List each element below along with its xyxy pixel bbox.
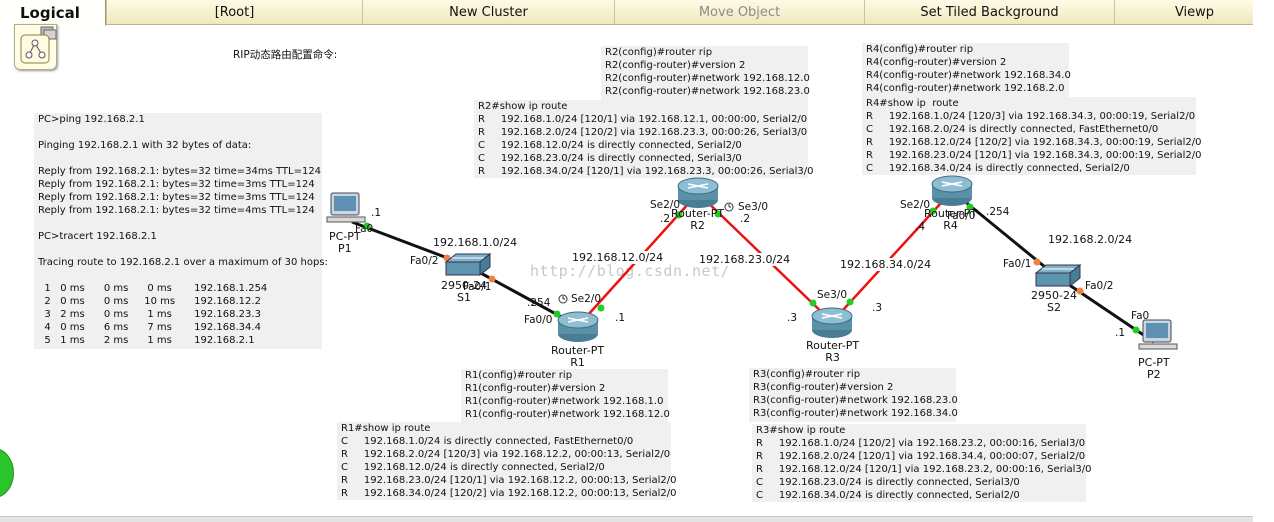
device-label-p2: PC-PT P2 xyxy=(1138,356,1170,381)
workspace-toolbar: [Root] New Cluster Move Object Set Tiled… xyxy=(0,0,1253,25)
device-label-s2: 2950-24 S2 xyxy=(1031,289,1077,314)
router-r4-icon[interactable] xyxy=(931,175,973,206)
ip-label: .4 xyxy=(915,221,926,233)
port-label: Se2/0 xyxy=(571,293,602,305)
router-r2-icon[interactable] xyxy=(677,177,719,208)
r3-config-note: R3(config)#router rip R3(config-router)#… xyxy=(749,368,958,422)
port-label: Fa0/0 xyxy=(947,210,976,222)
network-label-192-168-23-0: 192.168.23.0/24 xyxy=(699,253,791,266)
clock-icon xyxy=(724,202,734,212)
link-light xyxy=(809,299,817,307)
port-label: Se2/0 xyxy=(650,199,681,211)
device-label-r4: Router-PT R4 xyxy=(924,207,978,232)
link-light xyxy=(714,210,722,218)
horizontal-scrollbar[interactable] xyxy=(0,516,1253,522)
link-light xyxy=(597,304,605,312)
logical-tab[interactable]: Logical xyxy=(0,0,106,26)
watermark-text: http://blog.csdn.net/ xyxy=(530,262,731,280)
device-label-r3: Router-PT R3 xyxy=(806,339,860,364)
link-light xyxy=(675,211,683,219)
new-cluster-button[interactable]: New Cluster xyxy=(362,0,614,24)
link-light xyxy=(553,310,561,318)
ip-label: .254 xyxy=(527,297,551,309)
r1-config-note: R1(config)#router rip R1(config-router)#… xyxy=(461,369,670,423)
topology-nav-icon xyxy=(20,26,57,64)
r4-config-note: R4(config)#router rip R4(config-router)#… xyxy=(862,43,1071,97)
port-label: Fa0 xyxy=(1131,310,1150,322)
port-label: Fa0/2 xyxy=(410,255,439,267)
network-label-192-168-34-0: 192.168.34.0/24 xyxy=(840,258,932,271)
rip-config-heading: RIP动态路由配置命令: xyxy=(233,49,338,61)
viewport-button[interactable]: Viewp xyxy=(1114,0,1274,24)
set-tiled-background-button[interactable]: Set Tiled Background xyxy=(864,0,1114,24)
link-light xyxy=(1033,258,1041,266)
ip-label: .1 xyxy=(1115,327,1126,339)
port-label: Se3/0 xyxy=(817,289,848,301)
link-light xyxy=(363,222,371,230)
r4-route-table-note: R4#show ip route R 192.168.1.0/24 [120/3… xyxy=(862,97,1202,175)
r1-route-table-note: R1#show ip route C 192.168.1.0/24 is dir… xyxy=(337,422,677,500)
r2-config-note: R2(config)#router rip R2(config-router)#… xyxy=(601,46,810,100)
ip-label: .1 xyxy=(615,312,626,324)
port-label: Fa0/1 xyxy=(463,281,492,293)
network-label-192-168-1-0: 192.168.1.0/24 xyxy=(433,236,518,249)
navigation-box[interactable] xyxy=(14,24,57,70)
pc-p1-icon[interactable] xyxy=(326,192,366,223)
device-label-r1: Router-PT R1 xyxy=(551,344,605,369)
switch-s2-icon[interactable] xyxy=(1034,263,1082,288)
link-light xyxy=(1076,287,1084,295)
pc-p2-icon[interactable] xyxy=(1138,319,1178,350)
link-light xyxy=(846,298,854,306)
port-label: Fa0/2 xyxy=(1085,280,1114,292)
pc-command-output-note: PC>ping 192.168.2.1 Pinging 192.168.2.1 … xyxy=(34,113,328,349)
link-light xyxy=(966,203,974,211)
router-r3-icon[interactable] xyxy=(811,307,853,338)
ip-label: .2 xyxy=(740,213,751,225)
port-label: Fa0/1 xyxy=(1003,258,1032,270)
move-object-button[interactable]: Move Object xyxy=(614,0,864,24)
port-label: Se2/0 xyxy=(900,199,931,211)
device-label-r2: Router-PT R2 xyxy=(671,207,725,232)
ip-label: .3 xyxy=(787,312,798,324)
ip-label: .254 xyxy=(986,206,1010,218)
network-label-192-168-12-0: 192.168.12.0/24 xyxy=(572,251,664,264)
r3-route-table-note: R3#show ip route R 192.168.1.0/24 [120/2… xyxy=(752,424,1092,502)
port-label: Se3/0 xyxy=(738,201,769,213)
link-light xyxy=(1132,326,1140,334)
port-label: Fa0 xyxy=(355,223,374,235)
router-r1-icon[interactable] xyxy=(557,311,599,342)
device-label-s1: 2950-24 S1 xyxy=(441,279,487,304)
network-label-192-168-2-0: 192.168.2.0/24 xyxy=(1048,233,1133,246)
ip-label: .2 xyxy=(660,213,671,225)
port-label: Fa0/0 xyxy=(524,314,553,326)
clock-icon xyxy=(558,294,568,304)
ip-label: .1 xyxy=(371,207,382,219)
link-light xyxy=(488,275,496,283)
device-label-p1: PC-PT P1 xyxy=(329,230,361,255)
link-light xyxy=(929,207,937,215)
ip-label: .3 xyxy=(872,302,883,314)
r2-route-table-note: R2#show ip route R 192.168.1.0/24 [120/1… xyxy=(474,100,814,178)
switch-s1-icon[interactable] xyxy=(444,252,492,277)
root-button[interactable]: [Root] xyxy=(106,0,362,24)
